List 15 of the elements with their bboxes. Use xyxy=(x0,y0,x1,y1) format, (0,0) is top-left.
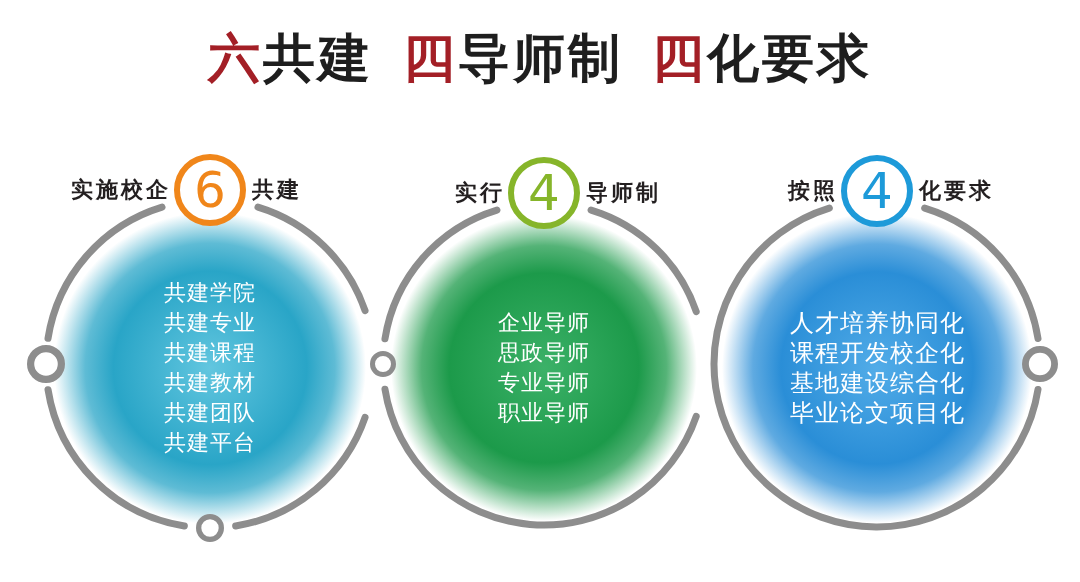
list-item-text: 共建教材 xyxy=(164,369,256,397)
list-item-text: 思政导师 xyxy=(498,339,590,367)
list-item-text: 职业导师 xyxy=(498,399,590,427)
list-item-text: 企业导师 xyxy=(498,309,590,337)
list-item-text: 共建团队 xyxy=(164,399,256,427)
list-item-text: 人才培养协同化 xyxy=(789,308,965,338)
list-item-text: 课程开发校企化 xyxy=(789,338,965,368)
diagram-title: 六共建 四导师制 四化要求 xyxy=(208,27,872,90)
list-item-text: 共建学院 xyxy=(164,279,256,307)
list-item-text: 共建课程 xyxy=(164,339,256,367)
list-item-text: 共建平台 xyxy=(164,429,256,457)
list-item-text: 毕业论文项目化 xyxy=(789,398,965,428)
list-item-text: 基地建设综合化 xyxy=(789,368,965,398)
list-item-text: 共建专业 xyxy=(164,309,256,337)
list-item-text: 专业导师 xyxy=(498,369,590,397)
